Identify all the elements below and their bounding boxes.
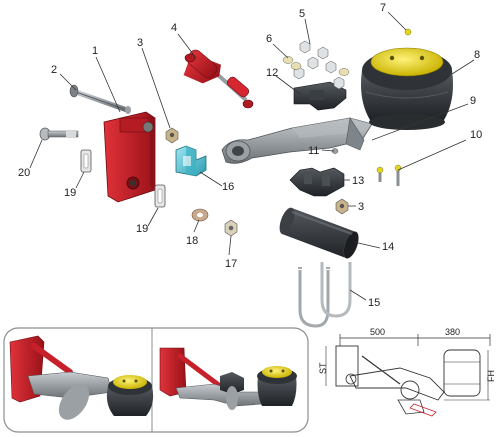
callout-lines bbox=[29, 11, 475, 301]
label-part-15: 15 bbox=[368, 297, 380, 309]
dimension-st: ST bbox=[318, 362, 328, 374]
label-part-19-lower: 19 bbox=[136, 223, 148, 235]
label-part-14: 14 bbox=[382, 241, 394, 253]
label-part-20: 20 bbox=[18, 167, 30, 179]
label-part-10: 10 bbox=[470, 129, 482, 141]
dimension-fh: FH bbox=[486, 370, 496, 382]
nuts-set bbox=[293, 40, 345, 90]
label-part-8: 8 bbox=[474, 49, 480, 61]
label-part-16: 16 bbox=[222, 181, 234, 193]
dimension-drawing: 500 380 ST FH bbox=[318, 327, 496, 417]
hanger-bracket bbox=[103, 111, 156, 203]
assembly-view-right bbox=[159, 347, 297, 410]
long-bolt bbox=[69, 84, 131, 114]
label-part-5: 5 bbox=[299, 8, 305, 20]
label-part-13: 13 bbox=[352, 175, 364, 187]
nut-upper bbox=[165, 127, 179, 144]
trailing-arm bbox=[221, 117, 373, 164]
part-numbers: 1 2 3 4 5 6 7 8 9 10 11 12 13 3 14 15 16… bbox=[18, 2, 482, 309]
lock-nut bbox=[224, 219, 238, 237]
assembly-view-left bbox=[9, 335, 154, 420]
label-part-6: 6 bbox=[266, 33, 272, 45]
air-spring bbox=[361, 47, 453, 130]
pivot-bolt bbox=[39, 127, 79, 141]
label-part-3-lower: 3 bbox=[358, 201, 364, 213]
washers-set bbox=[282, 56, 350, 76]
nut-lower bbox=[335, 198, 349, 215]
bushing-holder bbox=[175, 145, 207, 177]
u-bolts bbox=[298, 262, 352, 328]
axle-tube bbox=[279, 207, 359, 259]
shock-absorber bbox=[183, 49, 254, 109]
label-part-17: 17 bbox=[225, 258, 237, 270]
label-part-11: 11 bbox=[308, 145, 319, 157]
label-part-3-upper: 3 bbox=[137, 37, 143, 49]
label-part-9: 9 bbox=[470, 95, 476, 107]
label-part-12: 12 bbox=[266, 67, 278, 79]
label-part-19-upper: 19 bbox=[64, 187, 76, 199]
bolts bbox=[376, 164, 402, 186]
label-part-1: 1 bbox=[92, 45, 98, 57]
spacer-plate-upper bbox=[80, 149, 92, 173]
dimension-length-2: 380 bbox=[445, 327, 460, 337]
spacer-plate-lower bbox=[154, 184, 166, 208]
dimension-length-1: 500 bbox=[370, 327, 385, 337]
label-part-2: 2 bbox=[51, 64, 57, 76]
label-part-7: 7 bbox=[380, 2, 386, 14]
small-nut bbox=[404, 28, 412, 36]
axle-seat bbox=[289, 167, 345, 197]
washer bbox=[191, 208, 209, 222]
label-part-4: 4 bbox=[171, 22, 177, 34]
label-part-18: 18 bbox=[186, 235, 198, 247]
